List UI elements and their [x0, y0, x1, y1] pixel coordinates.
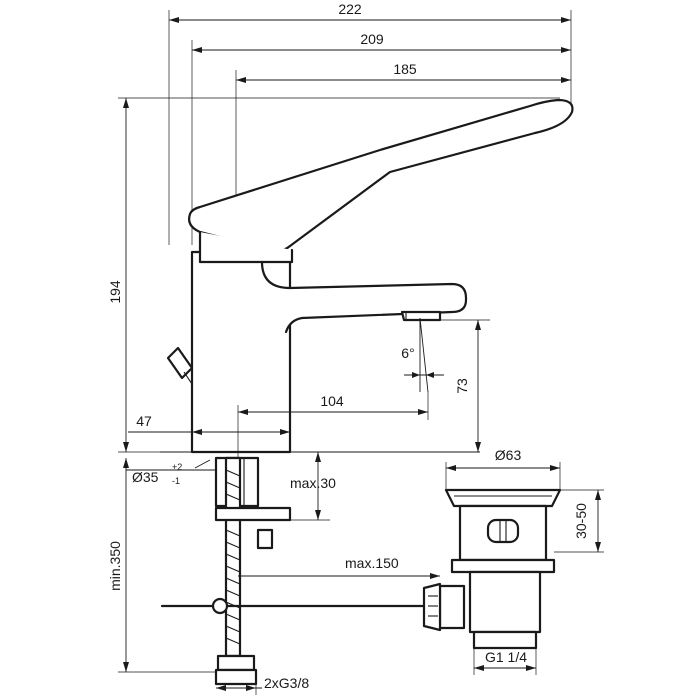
dimension-spout-projection: 104	[238, 392, 429, 420]
dimension-spout-height: 73	[440, 319, 490, 452]
waste-assembly	[422, 488, 562, 650]
mounting-assembly	[160, 456, 442, 686]
label-lever-length: 185	[393, 61, 417, 77]
label-spout-length: 209	[360, 31, 384, 47]
dimension-connections: 2xG3/8	[216, 670, 309, 695]
label-mount-hole-tol-upper: +2	[172, 462, 182, 472]
dimension-total-height: 194	[107, 97, 560, 453]
dimension-lever-length: 185	[235, 61, 571, 200]
label-mount-hole-tol-lower: -1	[172, 476, 180, 486]
label-waste-range: 30-50	[573, 503, 589, 539]
label-total-height: 194	[107, 280, 123, 304]
label-overall-length: 222	[338, 1, 362, 17]
label-max-rod: max.150	[345, 555, 399, 571]
label-waste-diameter: Ø63	[495, 447, 522, 463]
label-body-offset: 47	[136, 413, 152, 429]
label-max-thickness: max.30	[290, 475, 336, 491]
label-mount-hole: Ø35	[132, 469, 159, 485]
dimension-spout-length: 209	[191, 31, 571, 245]
dimension-waste-diameter: Ø63	[445, 447, 561, 490]
label-spout-angle: 6°	[401, 345, 414, 361]
dimension-waste-range: 30-50	[554, 489, 604, 553]
dimension-body-offset: 47	[128, 405, 290, 470]
faucet-body	[166, 98, 574, 454]
dimension-max-thickness: max.30	[290, 452, 336, 521]
label-min-length: min.350	[107, 541, 123, 591]
dimension-spout-angle: 6°	[401, 317, 444, 393]
label-spout-projection: 104	[320, 393, 344, 409]
label-spout-height: 73	[454, 378, 470, 394]
dimension-overall-length: 222	[168, 1, 572, 245]
dimension-min-length: min.350	[107, 458, 216, 673]
dimension-max-rod: max.150	[238, 555, 440, 579]
dimension-mount-hole: Ø35 +2 -1	[126, 459, 216, 486]
label-connections: 2xG3/8	[264, 675, 309, 691]
dimension-waste-thread: G1 1/4	[473, 648, 537, 675]
label-waste-thread: G1 1/4	[485, 649, 527, 665]
